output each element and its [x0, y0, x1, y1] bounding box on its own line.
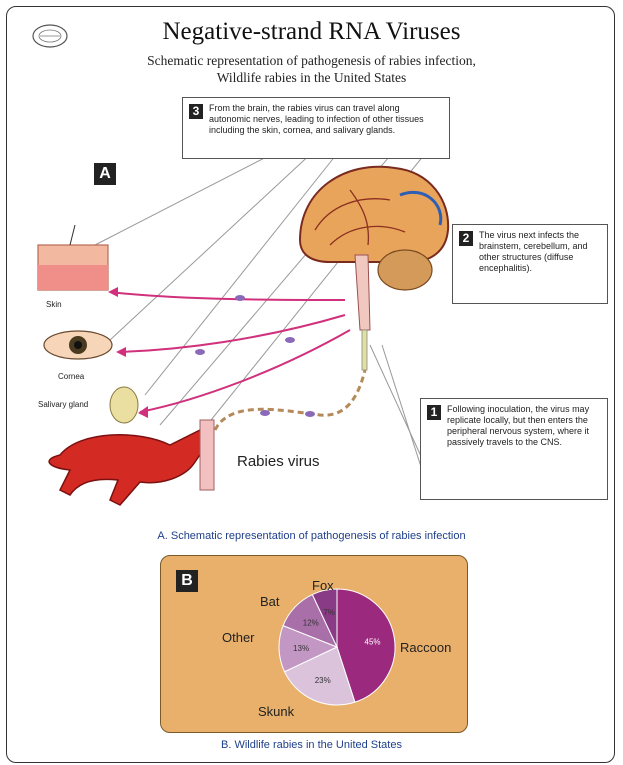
pie-value-bat: 12% — [303, 618, 319, 627]
pie-label-other: Other — [222, 630, 255, 645]
caption-b: B. Wildlife rabies in the United States — [0, 739, 623, 751]
pie-label-fox: Fox — [312, 578, 334, 593]
pie-label-skunk: Skunk — [258, 704, 294, 719]
pie-value-skunk: 23% — [315, 676, 331, 685]
pie-value-raccoon: 45% — [365, 637, 381, 646]
pie-label-raccoon: Raccoon — [400, 640, 451, 655]
pie-value-fox: 7% — [323, 608, 335, 617]
pie-label-bat: Bat — [260, 594, 280, 609]
pie-value-other: 13% — [293, 644, 309, 653]
